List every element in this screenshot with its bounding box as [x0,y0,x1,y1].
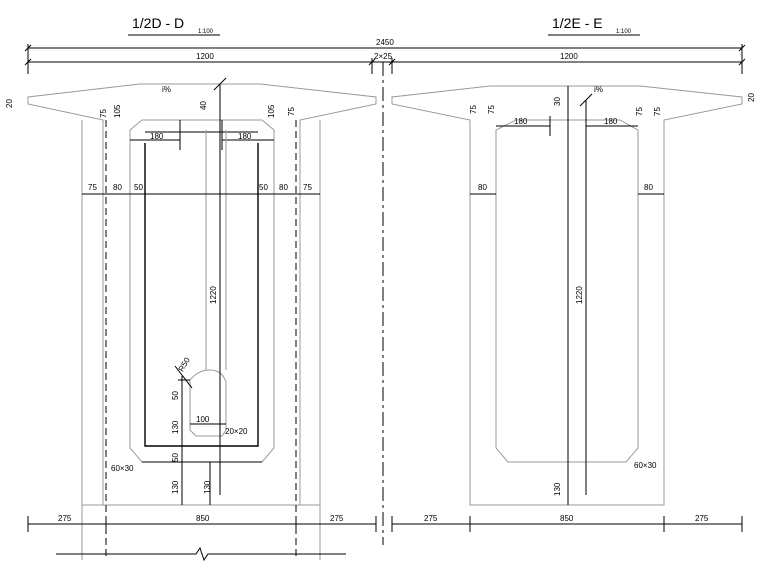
right-bottom-dim-2: 850 [560,514,574,523]
left-hole-top: 50 [171,391,180,400]
left-hole-width: 100 [196,415,210,424]
right-bottom-dim-1: 275 [424,514,438,523]
right-web-left: 80 [478,183,487,192]
left-web-dim-3: 50 [134,183,143,192]
left-flange-left: 180 [150,132,164,141]
right-bottom-dim-3: 275 [695,514,709,523]
left-web-dim-1: 75 [88,183,97,192]
top-dimension-lines: 2450 1200 2×25 1200 [24,38,746,74]
left-outer-haunch-2: 105 [113,104,122,118]
right-corner-chamfer: 60×30 [634,461,657,470]
right-section: 20 75 75 30 i% 75 75 180 180 80 80 1220 … [391,85,756,532]
left-bottom-dim-2: 850 [196,514,210,523]
right-deck-thickness: 20 [747,93,756,102]
right-flange-left: 180 [514,117,528,126]
left-web-dim-4: 50 [259,183,268,192]
right-bottom-height: 130 [553,482,562,496]
left-web-dim-6: 75 [303,183,312,192]
left-height-label: 1220 [209,286,218,304]
left-inner-haunch-2: 75 [287,107,296,116]
right-slope-label: i% [594,85,603,94]
left-slope-label: i% [162,85,171,94]
left-bottom-height-1: 50 [171,453,180,462]
left-bottom-height-2: 130 [171,480,180,494]
left-inner-haunch-1: 105 [267,104,276,118]
left-bottom-dim-3: 275 [330,514,344,523]
right-half-width-label: 1200 [560,52,578,61]
left-hole-chamfer: 20×20 [225,427,248,436]
left-title-text: 1/2D - D [132,15,184,31]
left-center-height: 40 [199,101,208,110]
left-outer-haunch-1: 75 [99,109,108,118]
left-flange-right: 180 [238,132,252,141]
left-section: 20 i% 75 105 40 105 75 180 180 75 80 50 … [5,77,377,562]
right-center-height: 30 [553,97,562,106]
right-height-label: 1220 [575,286,584,304]
left-half-width-label: 1200 [196,52,214,61]
left-web-dim-2: 80 [113,183,122,192]
left-corner-chamfer: 60×30 [111,464,134,473]
right-title: 1/2E - E 1:100 [548,15,640,36]
right-title-scale: 1:100 [616,29,632,35]
right-right-haunch-1: 75 [635,107,644,116]
left-bottom-dim-1: 275 [58,514,72,523]
left-deck-thickness: 20 [5,99,14,108]
right-web-right: 80 [644,183,653,192]
left-web-dim-5: 80 [279,183,288,192]
right-left-haunch-1: 75 [469,105,478,114]
left-title: 1/2D - D 1:100 [128,15,220,36]
right-title-text: 1/2E - E [552,15,603,31]
left-bottom-center: 130 [203,480,212,494]
left-hole-height: 130 [171,420,180,434]
right-flange-right: 180 [604,117,618,126]
middle-gap-label: 2×25 [374,52,393,61]
overall-width-label: 2450 [376,38,394,47]
left-title-scale: 1:100 [198,29,214,35]
right-left-haunch-2: 75 [487,105,496,114]
right-right-haunch-2: 75 [653,107,662,116]
